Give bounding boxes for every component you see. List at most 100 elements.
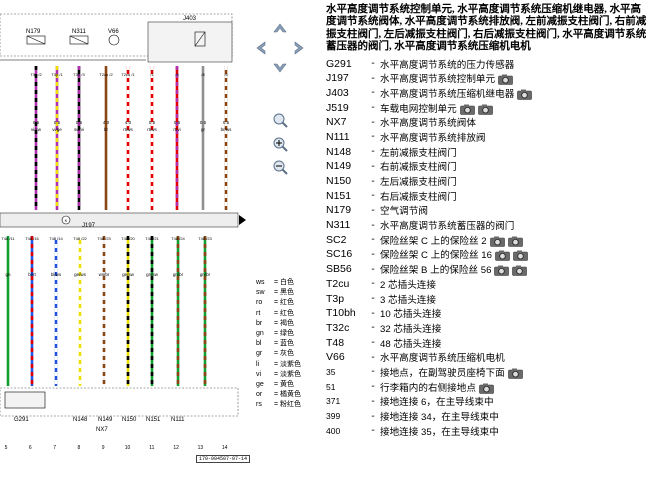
component-code: 51 (326, 381, 336, 392)
color-name: 橘黄色 (280, 391, 302, 399)
component-entry: 371 -接地连接 6，在主导线束中 (326, 394, 648, 409)
equals-sign: = (274, 299, 281, 307)
component-description: 左后减振支柱阀门 (380, 177, 457, 189)
camera-icon[interactable] (477, 104, 493, 115)
component-code: N179 (326, 204, 352, 217)
component-code: V66 (326, 351, 345, 364)
component-entry: J197-水平高度调节系统控制单元 (326, 71, 648, 86)
svg-text:K: K (65, 218, 68, 223)
component-description: 保险丝架 B 上的保险丝 56 (380, 262, 528, 276)
equals-sign: = (274, 350, 281, 358)
camera-icon[interactable] (495, 250, 510, 262)
component-code: N148 (326, 145, 352, 158)
component-label-n151: N151 (146, 417, 161, 423)
pan-right-icon[interactable] (289, 40, 305, 56)
color-abbr: rt (256, 309, 261, 317)
component-code: G291 (326, 57, 352, 70)
entry-dash: - (371, 366, 375, 378)
component-code: 400 (326, 425, 341, 436)
camera-icon[interactable] (479, 383, 494, 394)
component-code: 371 (326, 396, 341, 407)
camera-icon[interactable] (459, 104, 475, 115)
color-legend-item: bl= 蓝色 (256, 339, 301, 349)
camera-icon[interactable] (517, 89, 533, 100)
camera-icon[interactable] (513, 250, 528, 262)
color-legend-item: gr= 灰色 (256, 349, 301, 359)
entry-dash: - (371, 293, 375, 305)
top-wire-pin: T3p /2 (30, 72, 42, 77)
component-description: 右前减振支柱阀门 (380, 162, 457, 174)
color-legend-item: sw= 黑色 (256, 288, 301, 298)
zoom-in-icon[interactable] (272, 136, 288, 152)
component-label-v66: V66 (108, 29, 119, 35)
component-description: 右后减振支柱阀门 (380, 191, 457, 203)
component-description: 32 芯插头连接 (380, 323, 442, 335)
component-description: 接地连接 6，在主导线束中 (380, 397, 494, 409)
component-description: 接地连接 35，在主导线束中 (380, 426, 499, 438)
color-legend-item: br= 褐色 (256, 319, 301, 329)
top-wire-color: rt/vi (173, 127, 180, 132)
zoom-reset-icon[interactable] (272, 112, 288, 128)
color-abbr: gr (256, 350, 263, 358)
color-name: 黑色 (280, 289, 295, 297)
color-name: 褐色 (280, 319, 295, 327)
top-wire-color: br/ws (221, 127, 233, 132)
top-wire-gauge: 0.5 (76, 120, 83, 125)
entry-dash: - (371, 248, 375, 260)
pan-up-icon[interactable] (272, 22, 288, 38)
camera-icon[interactable] (507, 236, 523, 247)
component-entry: N148-左前减振支柱阀门 (326, 144, 648, 159)
color-legend-item: ge= 黄色 (256, 380, 301, 390)
entry-dash: - (371, 395, 375, 407)
camera-icon[interactable] (494, 265, 510, 276)
g291-sensor-box (4, 391, 46, 409)
color-abbr: li (256, 360, 260, 368)
color-legend-item: or= 橘黄色 (256, 390, 301, 400)
entry-dash: - (371, 204, 375, 216)
entry-dash: - (371, 190, 375, 202)
entry-dash: - (371, 278, 375, 290)
entry-dash: - (371, 322, 375, 334)
camera-icon[interactable] (489, 236, 505, 247)
equals-sign: = (274, 381, 281, 389)
component-entry: T2cu-2 芯插头连接 (326, 277, 648, 292)
component-code: J197 (326, 72, 349, 85)
bottom-wire-pin: T48 /11 (1, 236, 15, 241)
column-number: 13 (198, 445, 204, 451)
component-entry: N111-水平高度调节系统排放阀 (326, 130, 648, 145)
component-description: 水平高度调节系统压缩机继电器 (380, 86, 533, 100)
color-name: 粉红色 (280, 401, 302, 409)
pan-down-icon[interactable] (272, 58, 288, 74)
top-wire-gauge: 0.5 (174, 120, 181, 125)
equals-sign: = (274, 330, 281, 338)
component-label-n149: N149 (98, 417, 113, 423)
component-description: 水平高度调节系统排放阀 (380, 132, 486, 144)
component-entry: T10bh-10 芯插头连接 (326, 306, 648, 321)
camera-icon[interactable] (512, 265, 528, 276)
equals-sign: = (274, 401, 281, 409)
column-number: 11 (149, 445, 154, 451)
component-label-n150: N150 (122, 417, 137, 423)
top-wire-color: br (104, 127, 109, 132)
pan-left-icon[interactable] (255, 40, 271, 56)
column-number: 14 (222, 445, 228, 451)
component-code: J403 (326, 86, 349, 99)
component-label-j403: J403 (183, 16, 197, 22)
zoom-out-icon[interactable] (272, 159, 288, 175)
component-description: 保险丝架 C 上的保险丝 16 (380, 247, 528, 261)
component-legend-panel: 水平高度调节系统控制单元, 水平高度调节系统压缩机继电器, 水平高度调节系统阀体… (326, 4, 648, 438)
color-abbr: ge (256, 381, 264, 389)
entry-dash: - (371, 87, 375, 99)
entry-dash: - (371, 116, 375, 128)
bottom-wire-color: bl/ws (51, 272, 62, 277)
component-entry: NX7-水平高度调节系统阀体 (326, 115, 648, 130)
entry-dash: - (371, 381, 375, 393)
component-description: 3 芯插头连接 (380, 294, 436, 306)
camera-icon[interactable] (498, 74, 513, 85)
top-wire-pin: /8 (201, 72, 205, 77)
color-legend-item: ws= 白色 (256, 278, 301, 288)
bottom-wire-color: gn (5, 272, 11, 277)
camera-icon[interactable] (507, 368, 523, 379)
component-description: 行李箱内的右侧接地点 (380, 380, 494, 394)
